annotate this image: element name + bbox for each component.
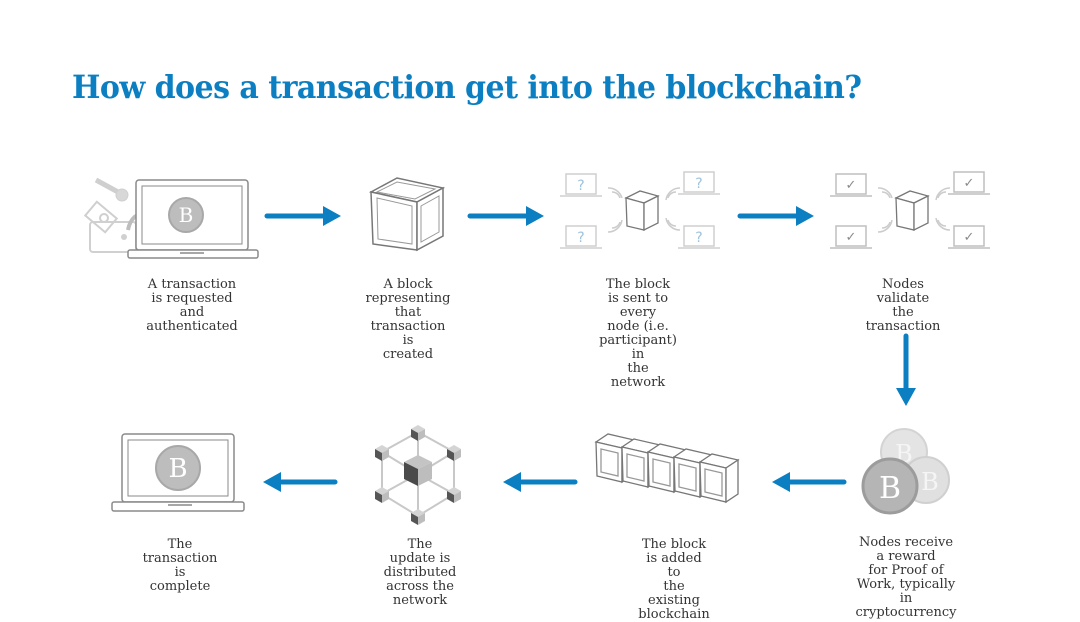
signal-waves-icon [607,187,681,233]
svg-text:✓: ✓ [964,176,975,191]
block-cube-icon [624,190,660,232]
step-5-caption: Nodes receive a reward for Proof of Work… [855,535,957,620]
nodes-validate-icon: ✓ ✓ ✓ ✓ [830,171,990,249]
step-7-caption: The update is distributed across the net… [383,537,457,608]
svg-text:B: B [921,468,939,496]
svg-text:?: ? [577,230,584,246]
distributed-network-icon [375,425,461,525]
network-node-icon [447,445,461,461]
svg-text:✓: ✓ [846,178,857,193]
svg-text:B: B [168,454,187,484]
svg-text:B: B [879,471,901,506]
arrow-7-to-8-icon [263,472,338,492]
laptop-bitcoin-icon: B [111,433,245,512]
svg-text:✓: ✓ [964,230,975,245]
step-1-caption: A transaction is requested and authentic… [146,277,238,334]
bitcoin-coins-icon: B B B [861,428,950,515]
svg-text:?: ? [695,176,702,192]
signal-waves-icon [877,187,951,233]
network-node-icon [411,509,425,525]
step-8-caption: The transaction is complete [142,537,218,594]
network-broadcast-icon: ? ? ? ? [560,171,720,249]
step-6-caption: The block is added to the existing block… [638,537,710,622]
laptop-question-icon [560,171,720,249]
page-title: How does a transaction get into the bloc… [72,68,862,106]
arrow-3-to-4-icon [737,206,814,226]
blockchain-chain-icon [594,433,740,504]
block-cube-icon [368,177,446,252]
step-2-caption: A block representing that transaction is… [365,277,451,362]
network-node-icon [375,445,389,461]
step-3-caption: The block is sent to every node (i.e. pa… [599,277,677,390]
arrow-6-to-7-icon [503,472,578,492]
key-icon [94,177,129,202]
svg-text:✓: ✓ [846,230,857,245]
step-4-caption: Nodes validate the transaction [865,277,941,334]
arrow-4-to-5-icon [896,333,916,406]
arrow-2-to-3-icon [467,206,544,226]
chain-block-icon [698,453,740,504]
center-block-icon [404,455,432,486]
block-cube-icon [894,190,930,232]
network-node-icon [375,487,389,503]
svg-text:B: B [179,203,194,227]
svg-text:?: ? [695,230,702,246]
arrow-1-to-2-icon [264,206,341,226]
network-node-icon [447,487,461,503]
svg-text:?: ? [577,178,584,194]
check-icon: ✓ ✓ ✓ ✓ [846,176,975,245]
laptop-bitcoin-wallet-key-icon: B [83,177,259,259]
network-node-icon [411,425,425,441]
arrow-5-to-6-icon [772,472,847,492]
